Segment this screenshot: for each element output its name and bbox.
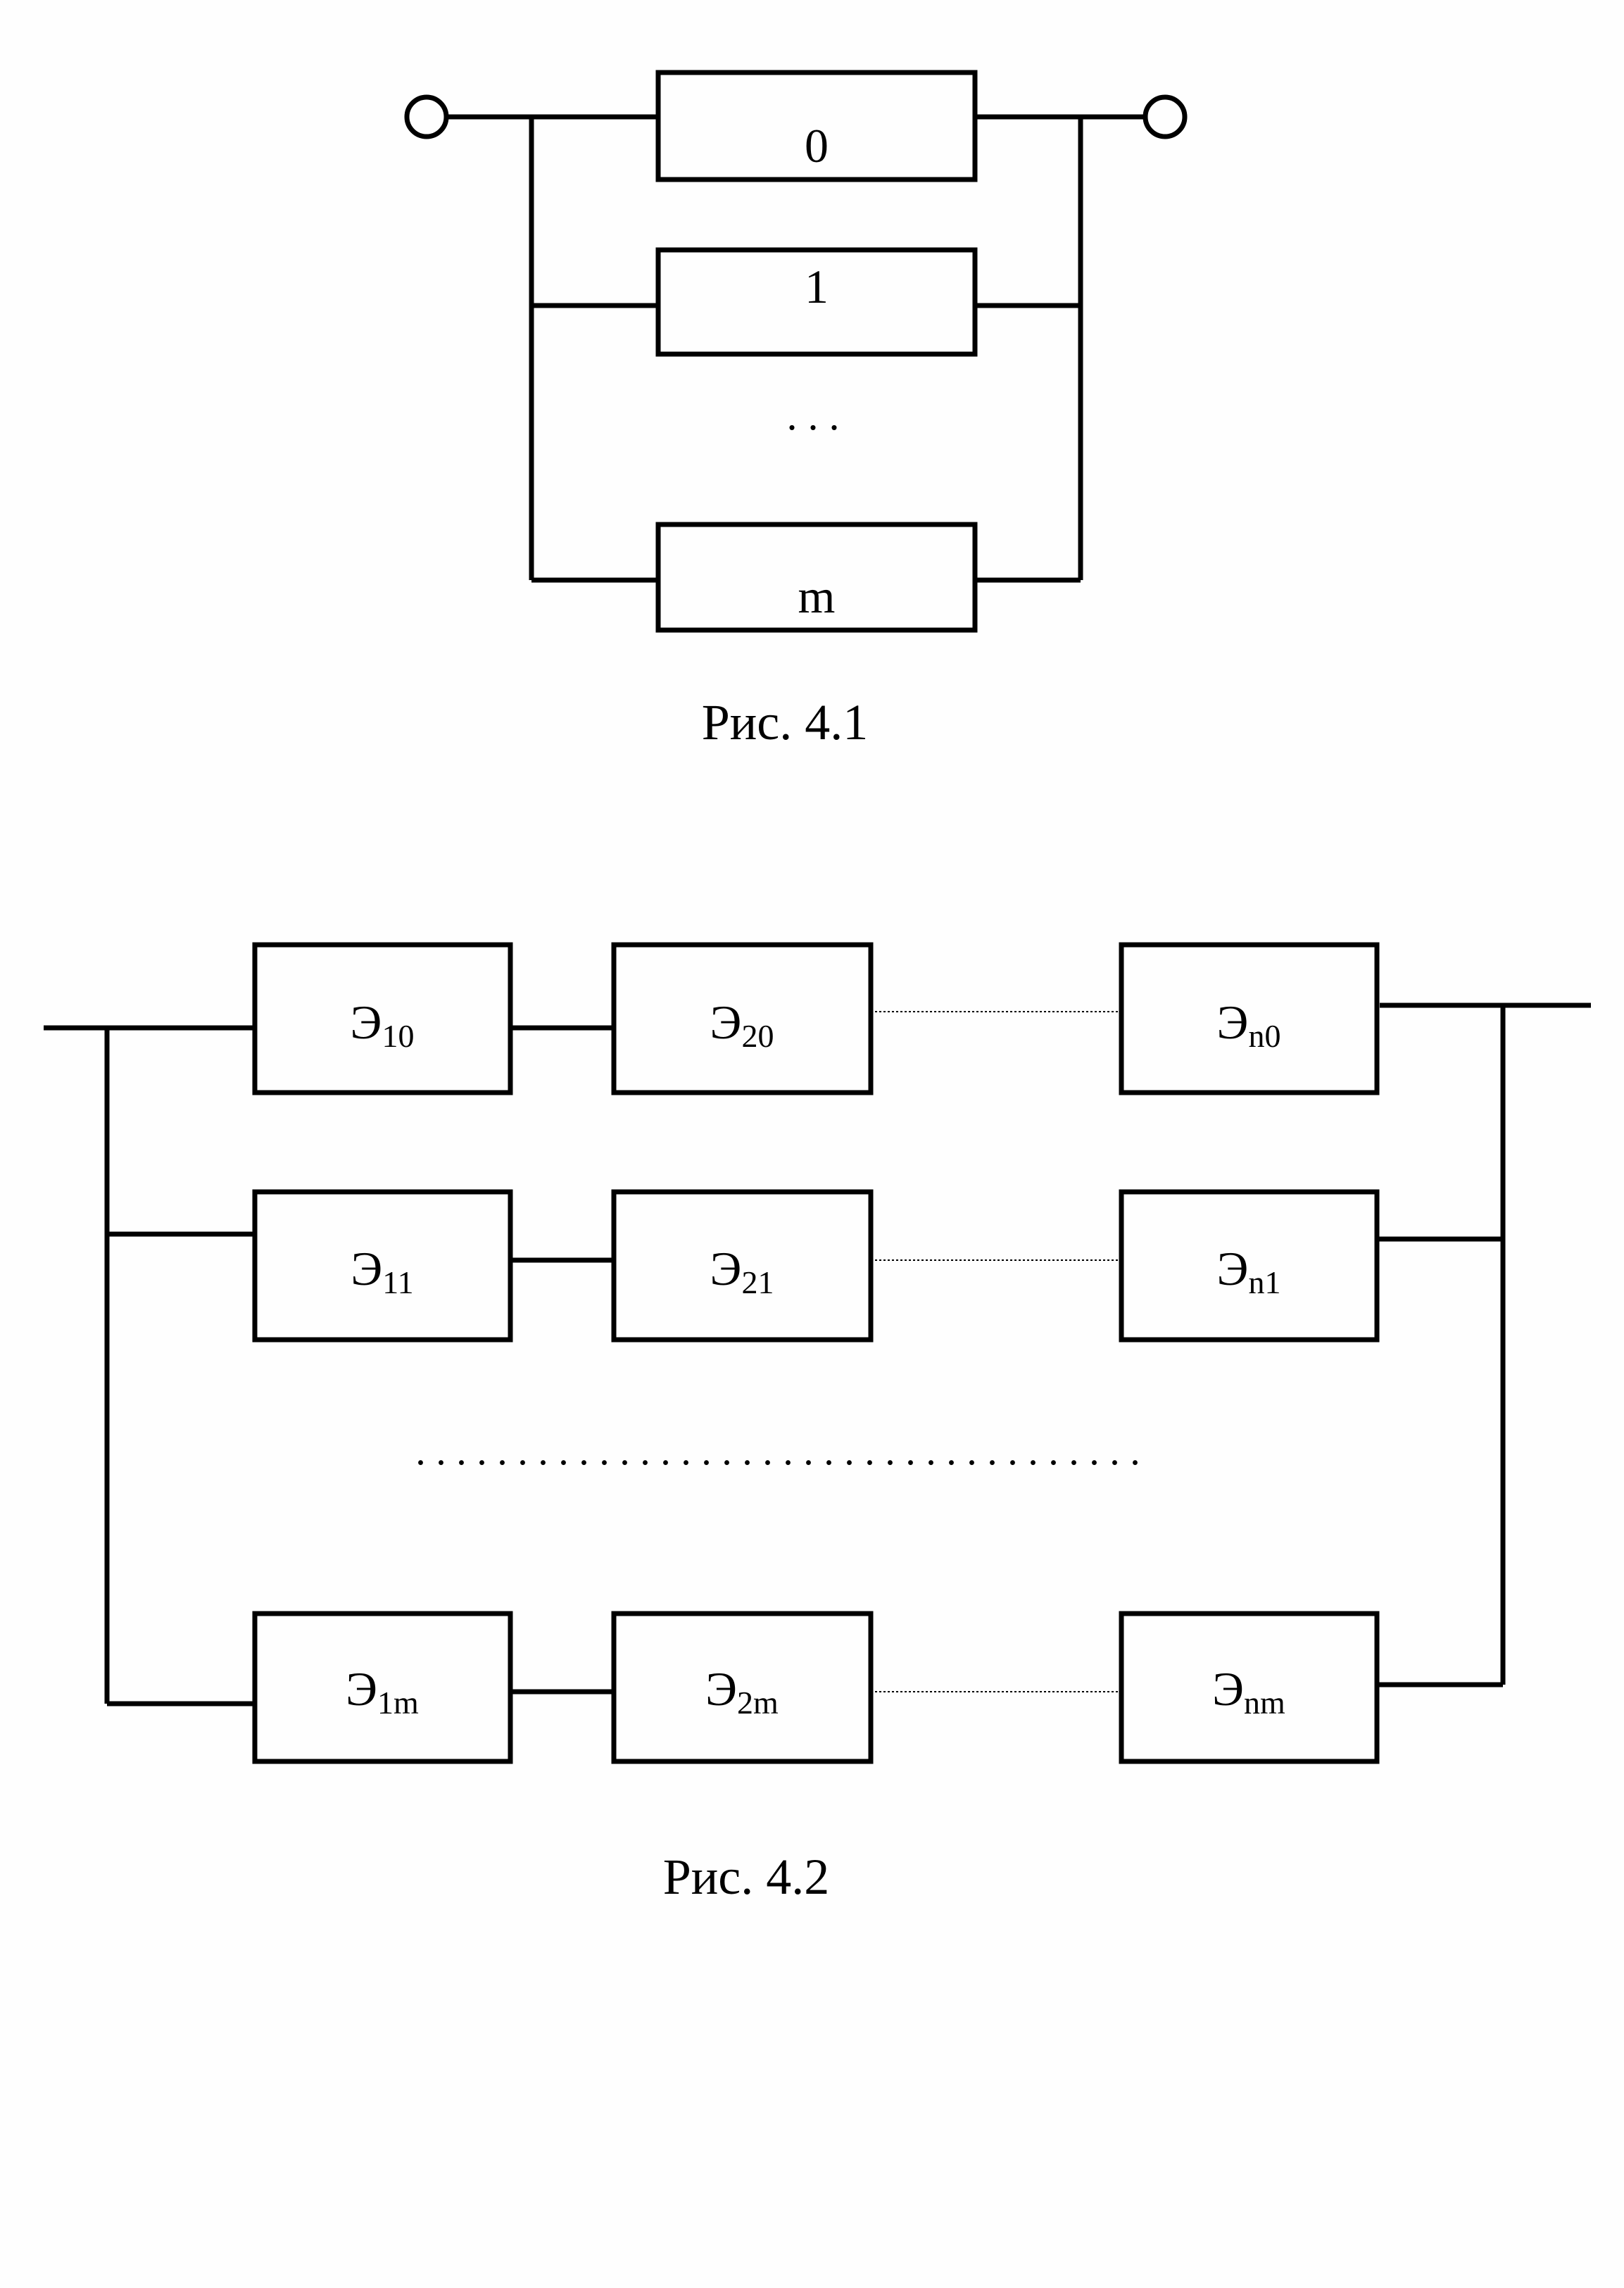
- element-main: Э: [351, 995, 382, 1049]
- element-main: Э: [710, 995, 742, 1049]
- element-subscript: 11: [382, 1264, 413, 1300]
- element-subscript: n0: [1248, 1018, 1280, 1054]
- element-box: [1119, 1189, 1380, 1343]
- element-label: Эn1: [1217, 1242, 1281, 1300]
- element-main: Э: [346, 1662, 377, 1716]
- element-label: Э11: [351, 1242, 413, 1300]
- element-main: Э: [710, 1242, 742, 1295]
- element-box: [252, 942, 513, 1095]
- element-box: [252, 1189, 513, 1343]
- figure-4-2: [44, 942, 1591, 1764]
- element-main: Э: [1217, 995, 1249, 1049]
- element-box: [611, 1611, 874, 1764]
- figure-4-2-labels: Э10 Э20 Эn0 Э11 Э21 Эn1 Э1m Э2m Эnm . . …: [346, 995, 1285, 1905]
- element-main: Э: [1212, 1662, 1244, 1716]
- element-label: Э10: [351, 995, 415, 1054]
- element-subscript: 21: [741, 1264, 774, 1300]
- element-label: Э20: [710, 995, 774, 1054]
- dotted-connectors: [871, 1011, 1121, 1692]
- block-0: [655, 70, 978, 182]
- element-subscript: 10: [382, 1018, 414, 1054]
- element-subscript: n1: [1248, 1264, 1280, 1300]
- block-label: m: [798, 570, 836, 623]
- figure-4-1-labels: 0 1 m . . . Рис. 4.1: [702, 119, 869, 750]
- element-box: [611, 1189, 874, 1343]
- figure-caption: Рис. 4.2: [663, 1849, 830, 1905]
- block-label: 0: [805, 119, 829, 172]
- block-label: 1: [805, 260, 829, 313]
- element-main: Э: [1217, 1242, 1249, 1295]
- figure-caption: Рис. 4.1: [702, 694, 869, 750]
- element-label: Э1m: [346, 1662, 419, 1721]
- element-label: Эnm: [1212, 1662, 1285, 1721]
- output-terminal: [1143, 94, 1188, 139]
- element-label: Эn0: [1217, 995, 1281, 1054]
- element-box: [1119, 1611, 1380, 1764]
- ellipsis: . . .: [787, 392, 840, 439]
- block-1: [655, 247, 978, 357]
- element-subscript: 20: [741, 1018, 774, 1054]
- element-main: Э: [705, 1662, 737, 1716]
- figure-4-1: [404, 70, 1188, 633]
- element-box: [611, 942, 874, 1095]
- element-subscript: nm: [1244, 1685, 1285, 1721]
- element-subscript: 2m: [737, 1685, 779, 1721]
- input-terminal: [404, 94, 449, 139]
- element-box: [1119, 942, 1380, 1095]
- block-m: [655, 522, 978, 633]
- element-label: Э21: [710, 1242, 774, 1300]
- row-ellipsis: . . . . . . . . . . . . . . . . . . . . …: [415, 1428, 1140, 1473]
- element-label: Э2m: [705, 1662, 779, 1721]
- element-box: [252, 1611, 513, 1764]
- element-subscript: 1m: [377, 1685, 419, 1721]
- element-main: Э: [351, 1242, 382, 1295]
